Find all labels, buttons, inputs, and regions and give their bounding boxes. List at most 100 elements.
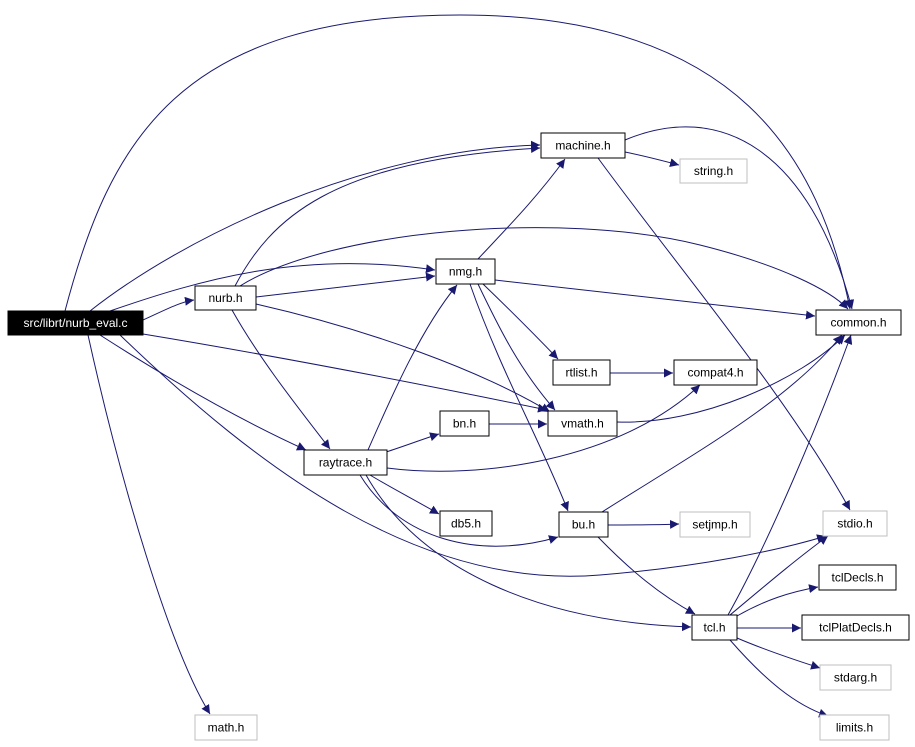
- node-label: common.h: [830, 316, 886, 330]
- edge-tcl-h-to-tclDecls-h: [736, 584, 819, 617]
- node-label: tclPlatDecls.h: [819, 621, 892, 635]
- edge-nurb-eval-c-to-machine-h: [89, 140, 541, 312]
- edge-nurb-h-to-vmath-h: [255, 303, 551, 413]
- node-label: math.h: [208, 721, 245, 735]
- edge-nurb-eval-c-to-math-h: [87, 334, 211, 715]
- node-label: nmg.h: [449, 265, 482, 279]
- node-box: [819, 664, 892, 691]
- edge-raytrace-h-to-bu-h: [359, 474, 559, 547]
- node-label: src/librt/nurb_eval.c: [23, 316, 127, 330]
- edge-nurb-eval-c-to-nmg-h: [109, 263, 436, 312]
- edge-machine-h-to-stdio-h: [597, 157, 851, 511]
- node-label: nurb.h: [208, 291, 242, 305]
- node-label: machine.h: [555, 139, 610, 153]
- node-label: vmath.h: [561, 417, 604, 431]
- edge-nurb-eval-c-to-nurb-h: [142, 296, 195, 321]
- edge-nurb-eval-c-to-common-h: [64, 14, 853, 312]
- node-label: rtlist.h: [565, 366, 597, 380]
- node-box: [552, 359, 611, 386]
- edge-nmg-h-to-bu-h: [469, 283, 569, 512]
- edge-raytrace-h-to-compat4-h: [386, 384, 701, 472]
- node-box: [801, 614, 910, 641]
- node-box: [558, 511, 609, 538]
- edge-nmg-h-to-common-h: [494, 279, 816, 320]
- node-label: db5.h: [451, 517, 481, 531]
- edge-nmg-h-to-rtlist-h: [482, 283, 559, 360]
- edge-nurb-h-to-nmg-h: [255, 272, 436, 298]
- node-label: limits.h: [836, 721, 873, 735]
- edge-bu-h-to-tcl-h: [597, 536, 696, 615]
- node-rtlist-h[interactable]: rtlist.h: [552, 359, 611, 386]
- node-box: [815, 309, 902, 336]
- edge-tcl-h-to-common-h: [727, 334, 853, 616]
- node-common-h[interactable]: common.h: [815, 309, 902, 336]
- node-box: [679, 158, 748, 184]
- node-box: [194, 714, 258, 741]
- node-vmath-h[interactable]: vmath.h: [547, 410, 618, 437]
- node-setjmp-h[interactable]: setjmp.h: [679, 511, 751, 538]
- edge-tcl-h-to-stdarg-h: [736, 637, 821, 670]
- node-label: tclDecls.h: [831, 571, 883, 585]
- edge-bu-h-to-setjmp-h: [607, 519, 680, 529]
- edge-raytrace-h-to-db5-h: [369, 474, 440, 515]
- node-label: bn.h: [453, 417, 476, 431]
- node-limits-h[interactable]: limits.h: [819, 714, 890, 741]
- node-math-h[interactable]: math.h: [194, 714, 258, 741]
- node-tcl-h[interactable]: tcl.h: [691, 614, 738, 641]
- node-box: [7, 310, 144, 336]
- node-machine-h[interactable]: machine.h: [540, 132, 626, 159]
- edge-nurb-h-to-common-h: [239, 227, 849, 310]
- node-nurb-eval-c[interactable]: src/librt/nurb_eval.c: [7, 310, 144, 336]
- node-db5-h[interactable]: db5.h: [439, 510, 493, 537]
- node-string-h[interactable]: string.h: [679, 158, 748, 184]
- node-stdio-h[interactable]: stdio.h: [822, 510, 888, 537]
- node-bu-h[interactable]: bu.h: [558, 511, 609, 538]
- node-stdarg-h[interactable]: stdarg.h: [819, 664, 892, 691]
- node-label: stdarg.h: [834, 671, 877, 685]
- node-box: [540, 132, 626, 159]
- edge-nurb-h-to-machine-h: [234, 144, 541, 287]
- edge-nurb-eval-c-to-vmath-h: [142, 333, 548, 413]
- node-box: [439, 510, 493, 537]
- edge-bu-h-to-common-h: [601, 334, 843, 513]
- node-box: [547, 410, 618, 437]
- node-box: [303, 449, 388, 476]
- node-label: bu.h: [572, 518, 595, 532]
- edge-raytrace-h-to-nmg-h: [367, 284, 458, 451]
- node-box: [822, 510, 888, 537]
- node-label: compat4.h: [687, 366, 743, 380]
- node-label: setjmp.h: [692, 518, 737, 532]
- node-box: [819, 714, 890, 741]
- node-compat4-h[interactable]: compat4.h: [673, 359, 758, 386]
- node-label: tcl.h: [703, 621, 725, 635]
- node-tclDecls-h[interactable]: tclDecls.h: [818, 564, 897, 591]
- nodes-layer: src/librt/nurb_eval.c nurb.h machine.h stri…: [7, 132, 910, 741]
- node-label: stdio.h: [837, 517, 872, 531]
- node-label: raytrace.h: [319, 456, 372, 470]
- node-nurb-h[interactable]: nurb.h: [194, 285, 257, 311]
- node-label: string.h: [694, 164, 733, 178]
- edge-nmg-h-to-machine-h: [477, 158, 566, 260]
- edge-nurb-eval-c-to-stdio-h: [119, 334, 827, 577]
- node-box: [679, 511, 751, 538]
- node-box: [673, 359, 758, 386]
- edge-nurb-eval-c-to-raytrace-h: [99, 334, 307, 451]
- node-box: [691, 614, 738, 641]
- edge-raytrace-h-to-bn-h: [385, 432, 440, 453]
- node-nmg-h[interactable]: nmg.h: [435, 258, 496, 285]
- node-bn-h[interactable]: bn.h: [439, 410, 490, 437]
- edge-nurb-h-to-raytrace-h: [231, 309, 331, 450]
- edge-tcl-h-to-stdio-h: [729, 535, 829, 616]
- node-box: [194, 285, 257, 311]
- node-box: [818, 564, 897, 591]
- edge-machine-h-to-string-h: [624, 151, 680, 168]
- edge-vmath-h-to-common-h: [616, 334, 846, 423]
- edge-raytrace-h-to-tcl-h: [365, 474, 692, 632]
- edge-nmg-h-to-vmath-h: [477, 283, 556, 411]
- node-box: [439, 410, 490, 437]
- edge-machine-h-to-common-h: [624, 126, 855, 310]
- node-raytrace-h[interactable]: raytrace.h: [303, 449, 388, 476]
- node-tclPlatDecls-h[interactable]: tclPlatDecls.h: [801, 614, 910, 641]
- node-box: [435, 258, 496, 285]
